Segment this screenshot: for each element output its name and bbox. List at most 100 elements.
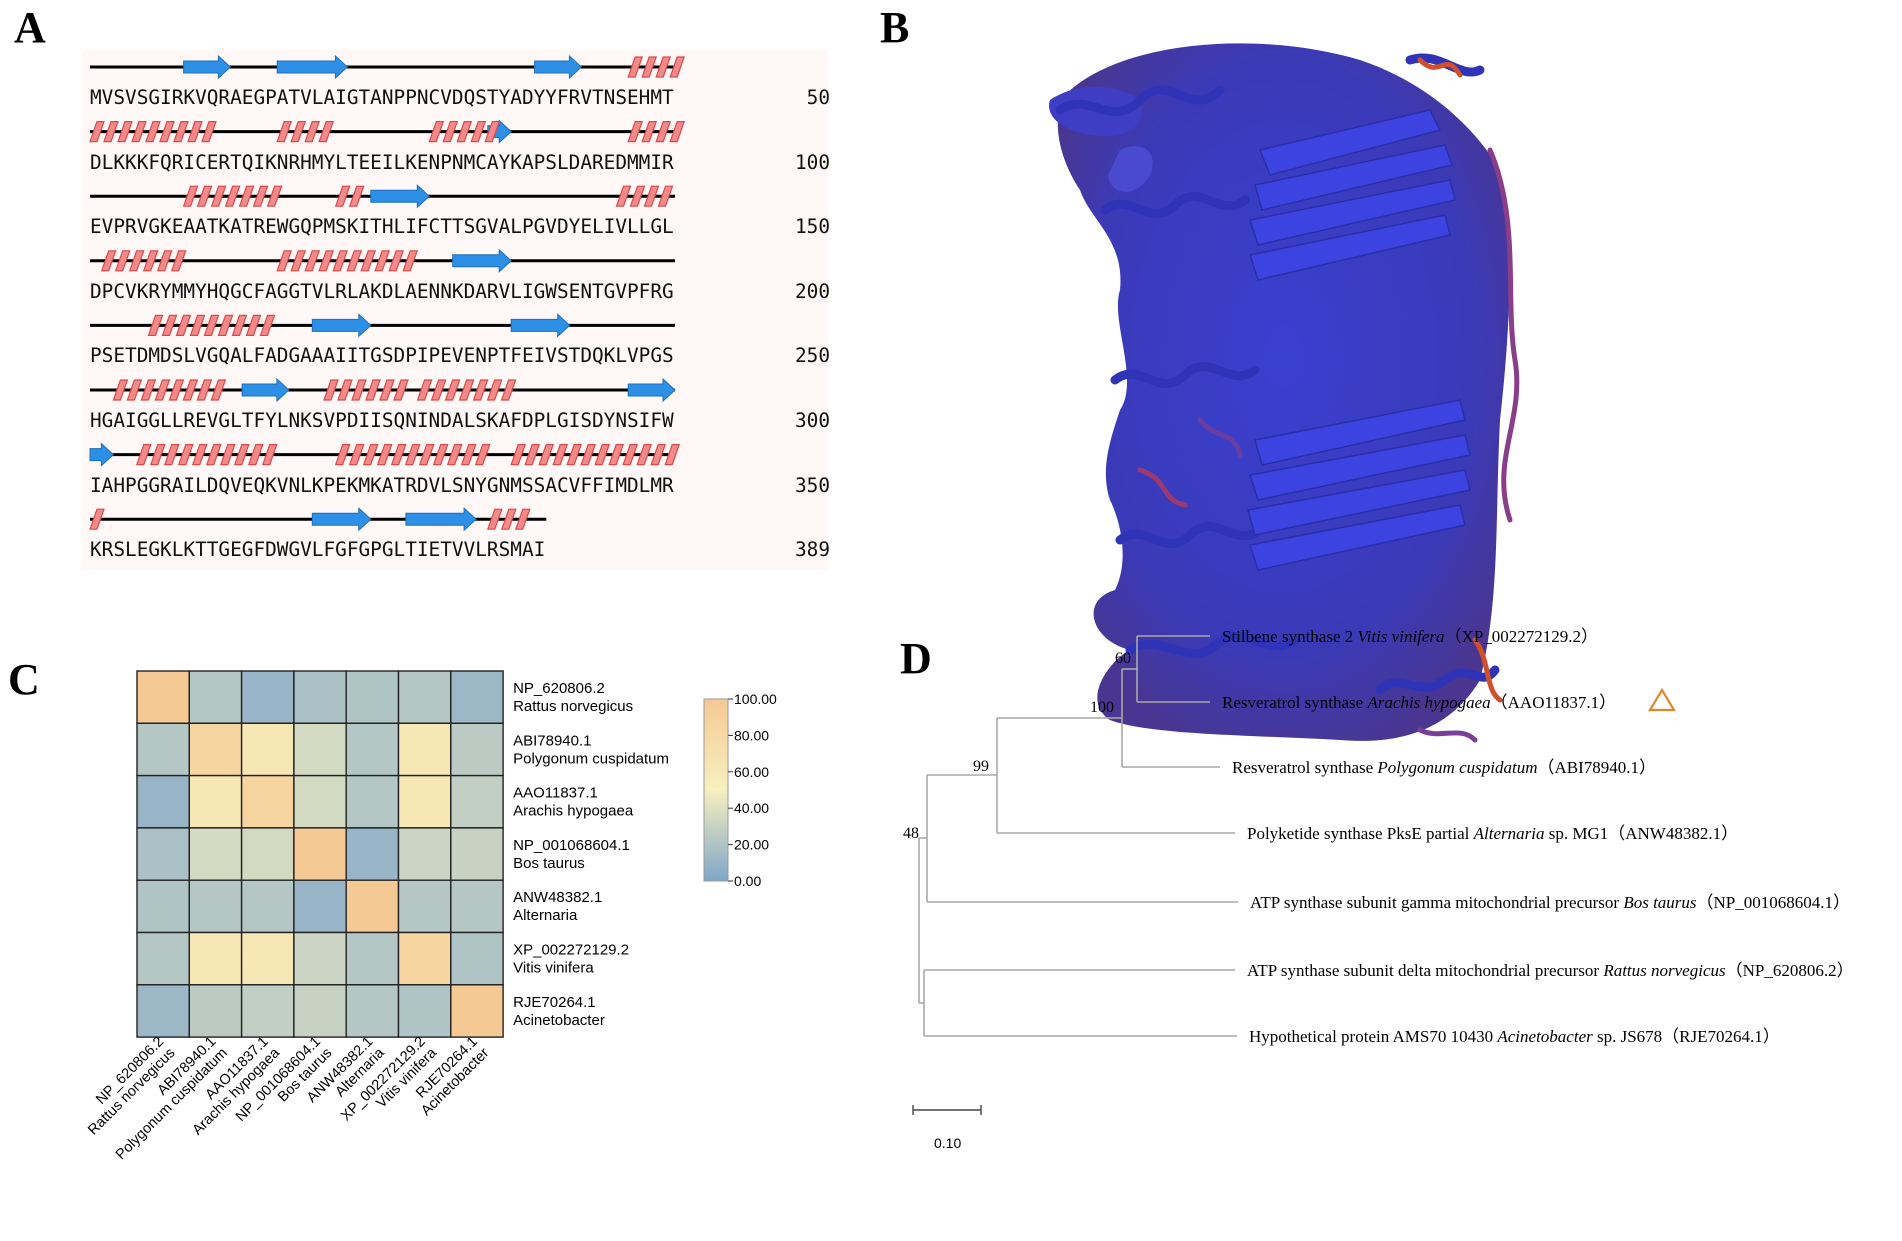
colorbar-tick-label: 100.00 (734, 691, 777, 707)
colorbar-tick-label: 20.00 (734, 837, 769, 853)
panel-label-d: D (900, 634, 932, 683)
tree-leaf-label: Polyketide synthase PksE partial Alterna… (1247, 824, 1738, 843)
sequence-position: 389 (794, 538, 830, 562)
heatmap-row-id: ABI78940.1 (513, 732, 591, 749)
heatmap-cell (188, 670, 243, 724)
heatmap-row-id: XP_002272129.2 (513, 942, 629, 959)
heatmap-cell (136, 827, 190, 881)
protein-helices (1055, 53, 1500, 695)
leaf-species-name: Arachis hypogaea (1366, 693, 1490, 712)
heatmap-cell (397, 722, 452, 777)
sequence-text: PSETDMDSLVGQALFADGAAAIITGSDPIPEVENPTFEIV… (90, 344, 674, 368)
protein-beta-sheets (1247, 109, 1471, 571)
heatmap-cell (188, 827, 243, 881)
sequence-text: DPCVKRYMMYHQGCFAGGTVLRLAKDLAENNKDARVLIGW… (90, 279, 674, 303)
heatmap-row-species: Rattus norvegicus (513, 698, 633, 715)
leaf-protein-name: Resveratrol synthase (1222, 693, 1367, 712)
heatmap-row-species: Arachis hypogaea (513, 803, 634, 820)
heatmap-cell (240, 722, 295, 777)
heatmap-cell (188, 722, 243, 777)
heatmap-row-id: AAO11837.1 (513, 785, 598, 802)
bootstrap-value: 100 (1090, 699, 1114, 716)
leaf-accession: （ABI78940.1） (1537, 758, 1656, 777)
colorbar-tick-label: 0.00 (734, 873, 761, 889)
bootstrap-value: 60 (1115, 650, 1131, 667)
sequence-position: 350 (794, 473, 830, 497)
panel-label-c: C (8, 655, 40, 704)
sequence-position: 150 (794, 215, 830, 239)
heatmap-row-id: RJE70264.1 (513, 994, 596, 1011)
sequence-text: DLKKKFQRICERTQIKNRHMYLTEEILKENPNMCAYKAPS… (90, 150, 674, 174)
highlight-triangle-icon (1648, 687, 1676, 712)
heatmap-cell (136, 670, 190, 724)
heatmap-cell (397, 879, 452, 934)
heatmap-cell (450, 670, 504, 724)
heatmap-row-id: NP_620806.2 (513, 680, 605, 697)
sequence-row: IAHPGGRAILDQVEQKVNLKPEKMKATRDVLSNYGNMSSA… (90, 448, 830, 508)
sequence-row: MVSVSGIRKVQRAEGPATVLAIGTANPPNCVDQSTYADYY… (90, 60, 830, 120)
leaf-species-name: Acinetobacter (1496, 1027, 1593, 1046)
heatmap-row-species: Alternaria (513, 907, 578, 924)
heatmap-cell (450, 774, 504, 829)
heatmap-cell (188, 984, 243, 1038)
heatmap-cell (293, 879, 347, 934)
leaf-accession: （AAO11837.1） (1491, 693, 1616, 712)
leaf-accession: （NP_620806.2） (1726, 961, 1854, 980)
colorbar (703, 698, 729, 882)
heatmap-cell (450, 984, 504, 1038)
heatmap-cell (240, 879, 295, 934)
sequence-position: 250 (794, 344, 830, 368)
sequence-row: DPCVKRYMMYHQGCFAGGTVLRLAKDLAENNKDARVLIGW… (90, 254, 830, 314)
sequence-row: PSETDMDSLVGQALFADGAAAIITGSDPIPEVENPTFEIV… (90, 318, 830, 378)
leaf-protein-name: ATP synthase subunit gamma mitochondrial… (1250, 893, 1623, 912)
heatmap-row-id: ANW48382.1 (513, 889, 602, 906)
sequence-text: MVSVSGIRKVQRAEGPATVLAIGTANPPNCVDQSTYADYY… (90, 86, 674, 109)
leaf-accession: （XP_002272129.2） (1445, 627, 1598, 646)
heatmap-cell (345, 670, 400, 724)
sequence-position: 200 (794, 279, 830, 303)
heatmap-row-species: Polygonum cuspidatum (513, 750, 669, 767)
colorbar-tick-label: 80.00 (734, 727, 769, 743)
sequence-row: EVPRVGKEAATKATREWGQPMSKITHLIFCTTSGVALPGV… (90, 189, 830, 249)
heatmap-row-species: Acinetobacter (513, 1012, 605, 1029)
heatmap-row-id: NP_001068604.1 (513, 837, 630, 854)
panel-label-b: B (880, 3, 910, 52)
sequence-text: IAHPGGRAILDQVEQKVNLKPEKMKATRDVLSNYGNMSSA… (90, 473, 674, 497)
bootstrap-value: 48 (903, 825, 919, 842)
colorbar-tick-label: 60.00 (734, 764, 769, 780)
leaf-protein-name: Resveratrol synthase (1232, 758, 1377, 777)
leaf-protein-name: Stilbene synthase 2 (1222, 627, 1358, 646)
sequence-position: 300 (794, 409, 830, 432)
leaf-accession: （ANW48382.1） (1608, 824, 1738, 843)
sequence-position: 100 (794, 150, 830, 174)
leaf-species-name: Polygonum cuspidatum (1376, 758, 1537, 777)
heatmap-row-species: Bos taurus (513, 855, 585, 872)
leaf-strain: sp. JS678 (1593, 1027, 1662, 1046)
protein-loops (1137, 57, 1520, 743)
leaf-accession: （NP_001068604.1） (1697, 893, 1850, 912)
leaf-species-name: Vitis vinifera (1358, 627, 1445, 646)
leaf-species-name: Bos taurus (1623, 893, 1697, 912)
sequence-row: HGAIGGLLREVGLTFYLNKSVPDIISQNINDALSKAFDPL… (90, 383, 830, 443)
heatmap-cell (136, 774, 190, 829)
sequence-text: EVPRVGKEAATKATREWGQPMSKITHLIFCTTSGVALPGV… (90, 215, 674, 239)
panel-label-a: A (14, 3, 46, 52)
heatmap-cell (345, 722, 400, 777)
heatmap-cell (345, 827, 400, 881)
heatmap-cell (450, 827, 504, 881)
heatmap-cell (136, 931, 190, 986)
tree-leaf-label: Hypothetical protein AMS70 10430 Acineto… (1249, 1027, 1780, 1046)
heatmap-cell (293, 774, 347, 829)
bootstrap-value: 99 (973, 758, 989, 775)
heatmap-cell (240, 670, 295, 724)
tree-leaf-label: Resveratrol synthase Polygonum cuspidatu… (1232, 758, 1656, 777)
sequence-row: DLKKKFQRICERTQIKNRHMYLTEEILKENPNMCAYKAPS… (90, 125, 830, 185)
leaf-accession: （RJE70264.1） (1662, 1027, 1780, 1046)
tree-leaf-label: Stilbene synthase 2 Vitis vinifera（XP_00… (1222, 627, 1598, 646)
leaf-strain: sp. MG1 (1544, 824, 1608, 843)
sequence-text: KRSLEGKLKTTGEGFDWGVLFGFGPGLTIETVVLRSMAI (90, 538, 546, 562)
heatmap-row-species: Vitis vinifera (513, 960, 594, 977)
